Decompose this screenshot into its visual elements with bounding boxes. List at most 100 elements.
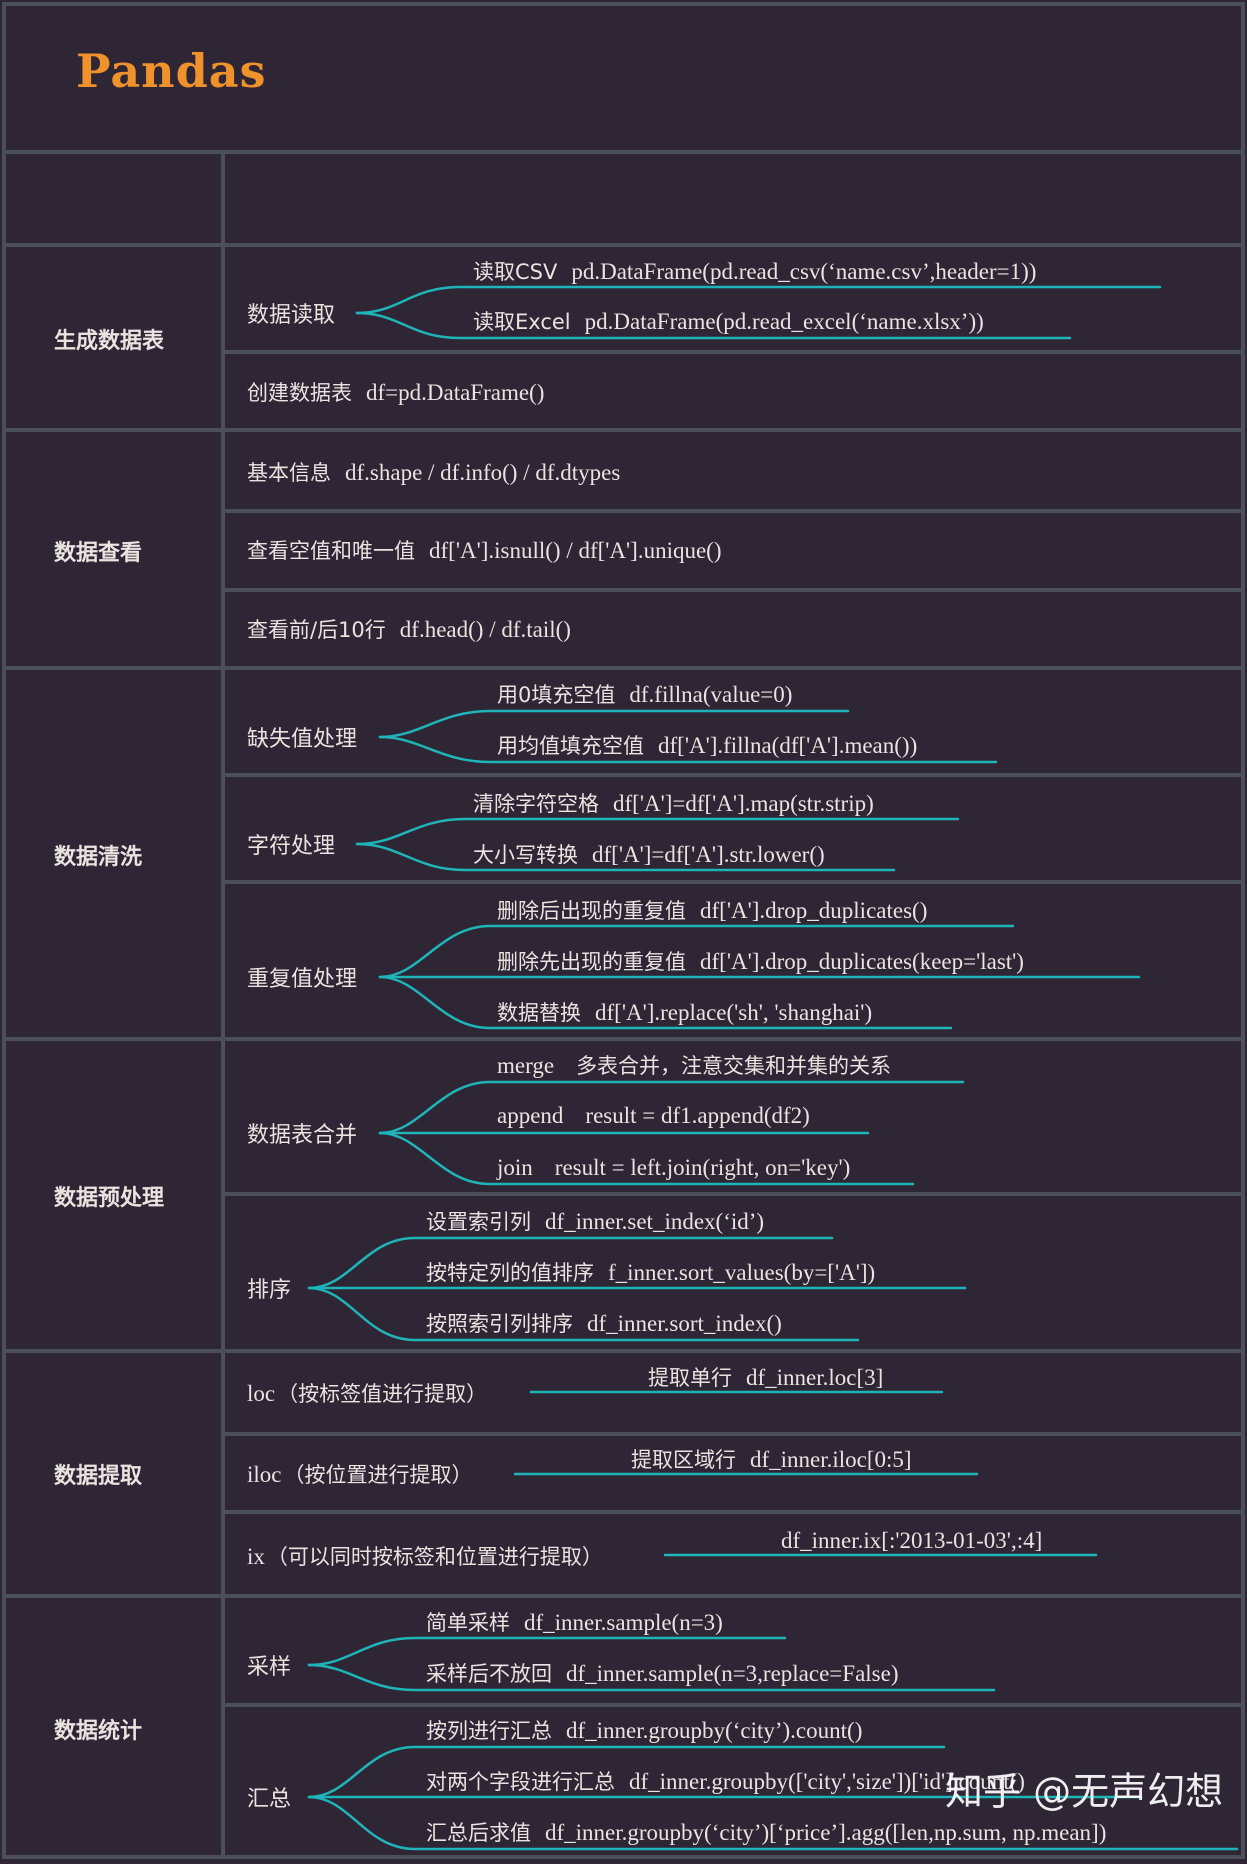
leaf-drop-dup-first: 删除后出现的重复值 df['A'].drop_duplicates() [497, 895, 927, 925]
border-blank-bottom [4, 243, 1243, 247]
leaf-code: df_inner.sort_index() [587, 1311, 782, 1336]
leaf-label: 简单采样 [426, 1611, 510, 1635]
border-sub [223, 1432, 1243, 1436]
border-right [1241, 2, 1245, 1859]
leaf-fill-zero: 用0填充空值 df.fillna(value=0) [497, 679, 792, 709]
leaf-label: 删除后出现的重复值 [497, 899, 686, 923]
node-code: df.shape / df.info() / df.dtypes [345, 460, 621, 485]
leaf-fill-mean: 用均值填充空值 df['A'].fillna(df['A'].mean()) [497, 730, 917, 760]
node-label: 创建数据表 [247, 381, 352, 405]
leaf-code: df['A']=df['A'].map(str.strip) [613, 791, 874, 816]
leaf-code: df_inner.sample(n=3,replace=False) [566, 1661, 899, 1686]
leaf-label: 提取单行 [648, 1366, 732, 1390]
border-sub [223, 773, 1243, 777]
leaf-code: df['A'].drop_duplicates() [700, 898, 928, 923]
node-label: 查看前/后10行 [247, 618, 386, 642]
node-ix: ix（可以同时按标签和位置进行提取） [247, 1541, 603, 1571]
node-code: iloc [247, 1462, 282, 1487]
leaf-label: 清除字符空格 [473, 792, 599, 816]
leaf-set-index: 设置索引列 df_inner.set_index(‘id’) [426, 1206, 764, 1236]
leaf-code: df_inner.set_index(‘id’) [545, 1209, 765, 1234]
section-preprocess: 数据预处理 [54, 1186, 165, 1211]
leaf-ix: df_inner.ix[:'2013-01-03',:4] [781, 1528, 1042, 1554]
border-section [4, 1594, 1243, 1598]
node-null-unique: 查看空值和唯一值 df['A'].isnull() / df['A'].uniqu… [247, 535, 722, 565]
leaf-code: df_inner.groupby(‘city’)[‘price’].agg([l… [545, 1820, 1107, 1845]
leaf-code: df['A'].drop_duplicates(keep='last') [700, 949, 1024, 974]
border-section [4, 666, 1243, 670]
leaf-label: join [497, 1155, 533, 1180]
leaf-code: df.fillna(value=0) [629, 682, 793, 707]
leaf-replace: 数据替换 df['A'].replace('sh', 'shanghai') [497, 997, 872, 1027]
node-iloc: iloc（按位置进行提取） [247, 1459, 473, 1489]
leaf-drop-dup-last: 删除先出现的重复值 df['A'].drop_duplicates(keep='l… [497, 946, 1024, 976]
node-code: loc [247, 1381, 276, 1406]
border-sub [223, 1703, 1243, 1707]
leaf-code: df['A'].replace('sh', 'shanghai') [595, 1000, 873, 1025]
leaf-sort-values: 按特定列的值排序 f_inner.sort_values(by=['A']) [426, 1257, 875, 1287]
leaf-label: 数据替换 [497, 1001, 581, 1025]
watermark: 知乎 @无声幻想 [945, 1769, 1224, 1814]
node-label: （按位置进行提取） [283, 1463, 473, 1487]
leaf-code: df_inner.groupby(‘city’).count() [566, 1718, 863, 1743]
leaf-code: f_inner.sort_values(by=['A']) [608, 1260, 876, 1285]
node-create-table: 创建数据表 df=pd.DataFrame() [247, 377, 544, 407]
node-label: 查看空值和唯一值 [247, 539, 415, 563]
section-view: 数据查看 [54, 541, 143, 566]
leaf-code: df['A'].fillna(df['A'].mean()) [658, 733, 918, 758]
border-column-divider [221, 152, 225, 1857]
border-left [2, 2, 6, 1859]
leaf-label: 用0填充空值 [497, 683, 616, 707]
border-section [4, 1349, 1243, 1353]
node-code: df['A'].isnull() / df['A'].unique() [429, 538, 722, 563]
leaf-label: 读取Excel [473, 310, 571, 334]
leaf-code: df_inner.iloc[0:5] [750, 1447, 912, 1472]
leaf-code: df['A']=df['A'].str.lower() [592, 842, 825, 867]
leaf-label: 用均值填充空值 [497, 734, 644, 758]
leaf-label: 汇总后求值 [426, 1821, 531, 1845]
leaf-label: 按特定列的值排序 [426, 1261, 594, 1285]
border-sub [223, 1192, 1243, 1196]
leaf-label: 按照索引列排序 [426, 1312, 573, 1336]
node-label: （可以同时按标签和位置进行提取） [266, 1545, 603, 1569]
leaf-label: 对两个字段进行汇总 [426, 1770, 615, 1794]
leaf-desc: 多表合并，注意交集和并集的关系 [576, 1054, 892, 1078]
leaf-label: 删除先出现的重复值 [497, 950, 686, 974]
section-clean: 数据清洗 [54, 845, 143, 870]
leaf-code: df_inner.sample(n=3) [524, 1610, 723, 1635]
border-sub [223, 880, 1243, 884]
border-sub [223, 509, 1243, 513]
leaf-merge: merge 多表合并，注意交集和并集的关系 [497, 1050, 891, 1080]
leaf-code: df_inner.ix[:'2013-01-03',:4] [781, 1528, 1043, 1553]
border-top [4, 2, 1243, 6]
leaf-code: pd.DataFrame(pd.read_csv(‘name.csv’,head… [571, 259, 1037, 284]
node-sort: 排序 [247, 1278, 292, 1303]
border-bottom [4, 1855, 1243, 1859]
node-sampling: 采样 [247, 1655, 292, 1680]
leaf-label: append [497, 1103, 564, 1128]
node-loc: loc（按标签值进行提取） [247, 1378, 487, 1408]
border-header-bottom [4, 150, 1243, 154]
node-merge-tables: 数据表合并 [247, 1123, 358, 1148]
node-code: df.head() / df.tail() [399, 617, 571, 642]
section-extract: 数据提取 [54, 1464, 143, 1489]
section-stats: 数据统计 [54, 1719, 143, 1744]
node-code: df=pd.DataFrame() [366, 380, 545, 405]
leaf-label: merge [497, 1053, 555, 1078]
node-string-processing: 字符处理 [247, 834, 336, 859]
leaf-code: result = df1.append(df2) [585, 1103, 810, 1128]
page-title: Pandas [76, 44, 267, 98]
leaf-append: append result = df1.append(df2) [497, 1103, 810, 1129]
border-sub [223, 1510, 1243, 1514]
leaf-sort-index: 按照索引列排序 df_inner.sort_index() [426, 1308, 782, 1338]
leaf-code: df_inner.groupby(['city','size'])['id'].… [629, 1769, 1025, 1794]
leaf-label: 设置索引列 [426, 1210, 531, 1234]
node-label: 基本信息 [247, 461, 331, 485]
